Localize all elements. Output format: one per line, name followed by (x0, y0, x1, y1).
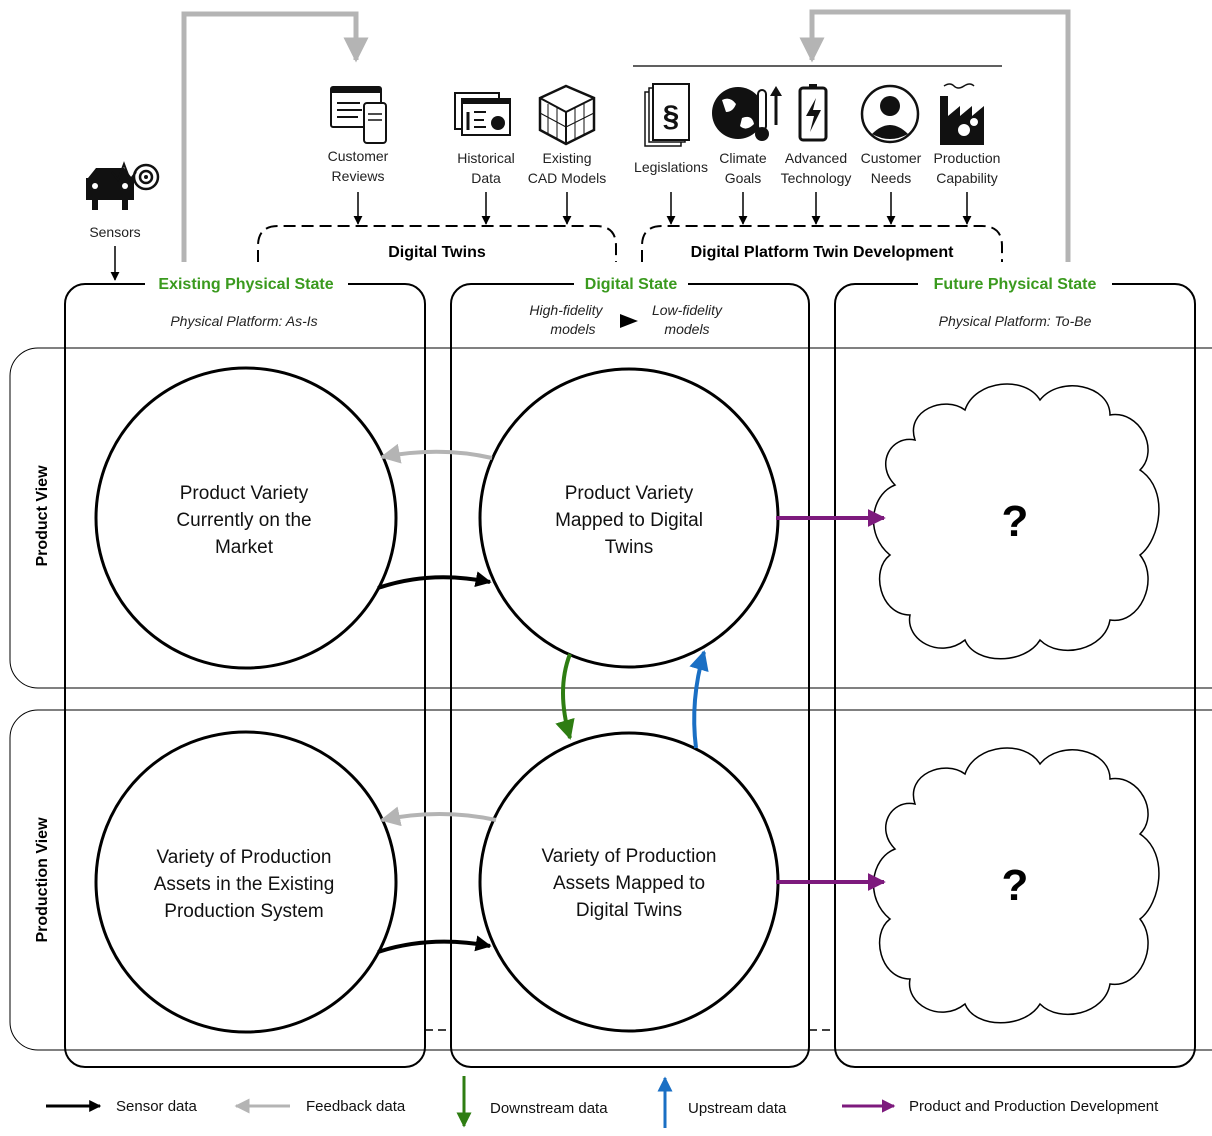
production-twins-text-1: Variety of Production (542, 846, 717, 867)
production-twins-text-3: Digital Twins (576, 900, 682, 921)
production-unknown-mark: ? (1002, 861, 1029, 910)
legend-sensor-label: Sensor data (116, 1098, 198, 1115)
production-sensor-arrow (377, 935, 492, 954)
digital-twins-title: Digital Twins (388, 244, 486, 261)
advanced-tech-label-2: Technology (781, 170, 852, 186)
existing-state-title: Existing Physical State (158, 276, 333, 293)
factory-icon (940, 83, 984, 145)
production-existing-circle (94, 730, 398, 1034)
product-sensor-arrow (377, 571, 492, 590)
product-market-circle (94, 366, 398, 670)
legislations-label: Legislations (634, 159, 708, 175)
production-existing-text-1: Variety of Production (157, 847, 332, 868)
production-capability-label-2: Capability (936, 170, 997, 186)
legend-feedback-label: Feedback data (306, 1098, 406, 1115)
digital-sub-left-1: High-fidelity (529, 302, 603, 318)
customer-needs-icon (860, 84, 920, 144)
production-capability-label-1: Production (934, 150, 1001, 166)
product-feedback-arrow (380, 443, 493, 464)
sensors-icon (86, 161, 160, 210)
future-state-title: Future Physical State (934, 276, 1097, 293)
historical-data-label-2: Data (471, 170, 501, 186)
upstream-arrow (689, 650, 709, 749)
historical-data-icon (454, 92, 511, 136)
product-twins-text-2: Mapped to Digital (555, 510, 703, 531)
existing-state-subtitle: Physical Platform: As-Is (170, 313, 317, 329)
customer-needs-label-2: Needs (871, 170, 911, 186)
product-market-text-2: Currently on the (176, 510, 311, 531)
climate-goals-label-1: Climate (719, 150, 767, 166)
production-view-label: Production View (34, 817, 51, 943)
production-twins-text-2: Assets Mapped to (553, 873, 705, 894)
future-state-subtitle: Physical Platform: To-Be (939, 313, 1092, 329)
svg-text:§: § (663, 100, 680, 133)
feedback-loop-left (181, 11, 369, 262)
product-view-band (9, 347, 1212, 689)
climate-goals-label-2: Goals (725, 170, 762, 186)
customer-reviews-icon (330, 86, 387, 144)
historical-data-label-1: Historical (457, 150, 515, 166)
downstream-arrow (555, 653, 575, 740)
digital-twins-bracket (257, 225, 617, 262)
digital-state-title: Digital State (585, 276, 678, 293)
existing-cad-label-2: CAD Models (528, 170, 607, 186)
fidelity-arrow (620, 314, 638, 328)
production-existing-text-3: Production System (164, 901, 323, 922)
product-view-label: Product View (34, 465, 51, 567)
input-arrows (110, 192, 972, 281)
product-unknown-mark: ? (1002, 497, 1029, 546)
feedback-loop-right (799, 9, 1071, 262)
customer-reviews-label-1: Customer (328, 148, 389, 164)
product-future-cloud (873, 383, 1160, 660)
product-market-text-1: Product Variety (180, 483, 309, 504)
legend-upstream-label: Upstream data (688, 1100, 787, 1117)
advanced-tech-label-1: Advanced (785, 150, 847, 166)
production-feedback-arrow (380, 806, 497, 827)
cad-model-icon (538, 84, 596, 146)
existing-cad-label-1: Existing (542, 150, 591, 166)
digital-sub-left-2: models (550, 321, 595, 337)
battery-icon (798, 84, 828, 142)
sensors-label: Sensors (89, 224, 140, 240)
platform-twin-dev-title: Digital Platform Twin Development (691, 244, 955, 261)
customer-needs-label-1: Customer (861, 150, 922, 166)
climate-globe-icon (712, 86, 782, 141)
legislations-icon: § (644, 83, 690, 147)
product-twins-text-1: Product Variety (565, 483, 694, 504)
production-view-band (9, 709, 1212, 1051)
product-market-text-3: Market (215, 537, 274, 558)
production-future-cloud (873, 747, 1160, 1024)
production-existing-text-2: Assets in the Existing (154, 874, 335, 895)
digital-sub-right-2: models (664, 321, 709, 337)
legend-development-label: Product and Production Development (909, 1098, 1159, 1115)
customer-reviews-label-2: Reviews (332, 168, 385, 184)
legend-downstream-label: Downstream data (490, 1100, 608, 1117)
platform-twin-bracket (641, 225, 1003, 262)
digital-sub-right-1: Low-fidelity (652, 302, 723, 318)
product-twins-text-3: Twins (605, 537, 654, 558)
